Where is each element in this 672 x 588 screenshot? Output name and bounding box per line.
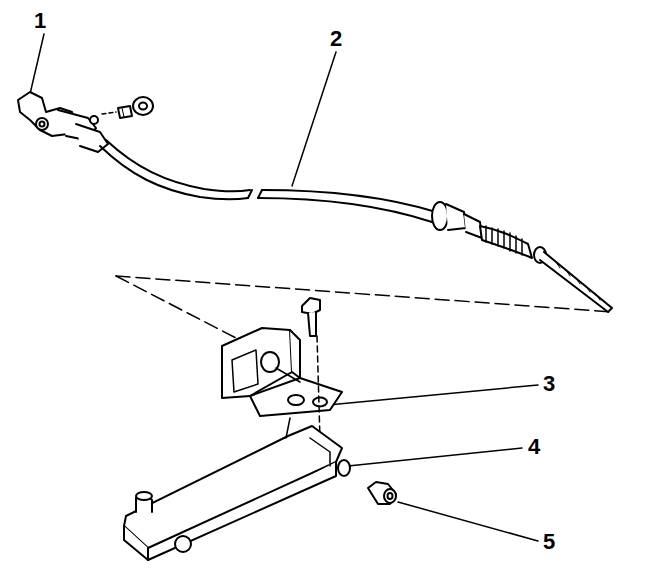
callout-number: 5	[543, 531, 555, 553]
callout-number: 4	[528, 436, 540, 458]
callout-number: 2	[330, 28, 342, 50]
cable-end	[18, 92, 108, 152]
callout-number: 1	[34, 10, 46, 32]
callout-number: 3	[543, 373, 555, 395]
nut	[368, 482, 396, 504]
alignment-lines	[116, 276, 612, 338]
bracket	[222, 328, 342, 416]
cable-sheath	[100, 140, 436, 222]
cable-fitting	[432, 202, 612, 312]
bolt-washer	[102, 97, 153, 118]
mounting-bolt	[302, 298, 320, 440]
shift-lever	[124, 418, 350, 560]
